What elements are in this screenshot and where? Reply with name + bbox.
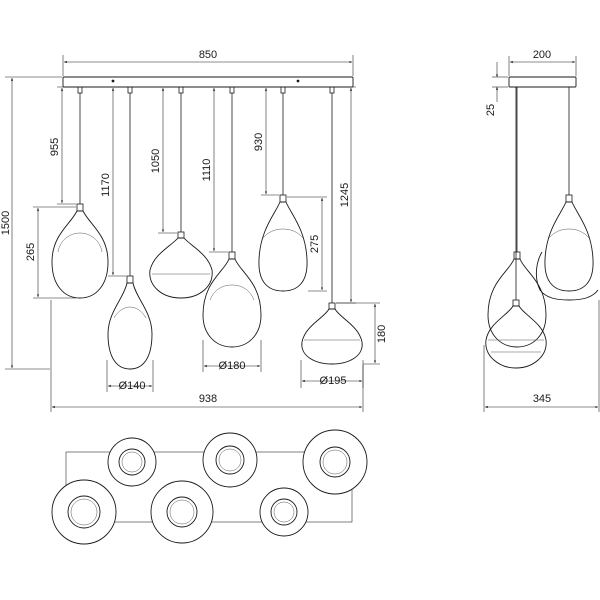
cable-3-label: 1050: [150, 149, 162, 173]
dim-diameter-4: Ø180: [202, 340, 262, 372]
dim-cable-2: 1170: [100, 88, 126, 277]
top-shade-1: [107, 437, 157, 487]
top-shade-2: [202, 432, 258, 488]
overall-height-label: 1500: [0, 211, 12, 235]
top-shade-4: [51, 479, 117, 545]
dim-shade-height-5: 275: [287, 196, 327, 292]
dim-canopy-width: 850: [62, 49, 354, 76]
dim-cable-6: 1245: [335, 86, 356, 304]
side-canopy-width-label: 200: [533, 49, 551, 61]
top-shade-5: [150, 480, 214, 544]
dim-shade-height-6: 180: [336, 302, 388, 365]
top-shade-6: [259, 487, 309, 537]
dim-cable-3: 1050: [150, 88, 177, 234]
overall-width-label: 938: [199, 393, 217, 405]
diameter-4-label: Ø180: [219, 360, 246, 372]
shade-height-5-label: 275: [309, 235, 321, 253]
canopy-screw: [296, 79, 300, 83]
side-view: 200 25: [483, 49, 600, 412]
cable-5-label: 930: [253, 133, 265, 151]
front-view: 850 1500 955 265: [0, 49, 388, 412]
shade-height-1-label: 265: [25, 243, 37, 261]
dim-overall-height: 1500: [0, 76, 62, 370]
dim-diameter-2: Ø140: [106, 360, 154, 392]
dim-side-canopy-width: 200: [508, 49, 577, 76]
diameter-6-label: Ø195: [320, 375, 347, 387]
cable-6-label: 1245: [339, 183, 351, 207]
cable-4-label: 1110: [201, 159, 213, 182]
pendant-lamp-6: [301, 86, 363, 365]
pendant-lamp-1: [51, 86, 109, 299]
top-view: [51, 429, 368, 545]
dim-cable-5: 930: [253, 88, 279, 196]
pendant-lamp-5: [258, 86, 308, 292]
side-canopy: [508, 76, 577, 88]
side-lamps: [485, 87, 599, 369]
dim-cable-1: 955: [49, 86, 79, 205]
dim-cable-4: 1110: [201, 88, 228, 253]
pendant-lamp-4: [202, 86, 262, 348]
dim-overall-width: 938: [50, 300, 364, 412]
dim-shade-height-1: 265: [25, 206, 76, 299]
pendant-lamp-2: [107, 86, 153, 370]
side-canopy-height-label: 25: [485, 104, 497, 116]
top-shade-3: [302, 429, 368, 495]
side-depth-label: 345: [533, 393, 551, 405]
cable-2-label: 1170: [100, 173, 112, 197]
canopy-width-label: 850: [199, 49, 217, 61]
diameter-2-label: Ø140: [119, 380, 146, 392]
pendant-lamp-3: [149, 86, 213, 299]
canopy-screw: [111, 79, 115, 83]
shade-height-6-label: 180: [376, 325, 388, 343]
cable-1-label: 955: [49, 138, 61, 156]
canopy-bar: [62, 76, 354, 88]
dim-side-canopy-height: 25: [485, 62, 508, 116]
dim-side-depth: 345: [483, 300, 600, 412]
